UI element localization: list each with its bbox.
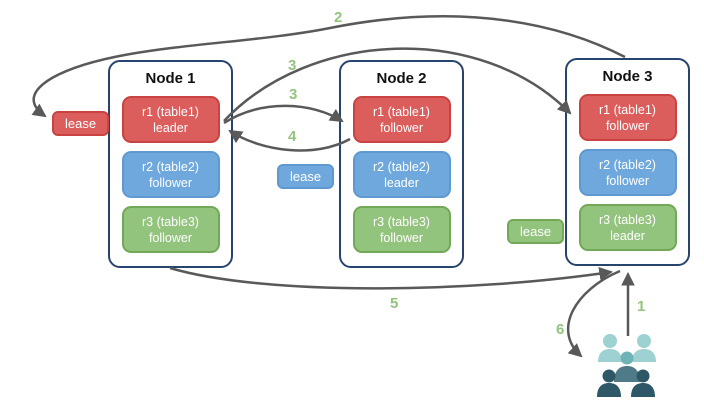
replica-role: follower (379, 230, 424, 245)
arrow-step-3-leader-to-node2 (223, 104, 344, 125)
lease-tag-table3: lease (507, 219, 565, 244)
arrow-step-5-node1-to-node3 (169, 266, 614, 290)
replica-name: r1 (table1) (373, 104, 430, 119)
replica-name: r2 (table2) (373, 159, 430, 174)
node-3: Node 3 r1 (table1) follower r2 (table2) … (565, 58, 690, 266)
replica-role: leader (153, 120, 188, 135)
node-3-replica-r2: r2 (table2) follower (578, 149, 677, 196)
node-1-replica-r1: r1 (table1) leader (121, 96, 220, 143)
replica-role: leader (610, 228, 645, 243)
node-2-replica-r3: r3 (table3) follower (352, 206, 451, 253)
node-2: Node 2 r1 (table1) follower r2 (table2) … (339, 60, 464, 268)
lease-tag-table1: lease (52, 111, 110, 136)
user-head (620, 351, 634, 365)
replica-role: follower (148, 230, 193, 245)
replica-role: follower (379, 120, 424, 135)
user-head (637, 334, 651, 348)
user-head (636, 369, 650, 383)
replica-name: r3 (table3) (599, 212, 656, 227)
user-body (614, 366, 640, 382)
user-body (598, 349, 622, 362)
replica-name: r3 (table3) (373, 214, 430, 229)
node-2-replica-r1: r1 (table1) follower (352, 96, 451, 143)
step-label-2: 2 (334, 9, 343, 26)
user-body (631, 383, 655, 397)
step-label-3b: 3 (289, 86, 298, 103)
node-2-title: Node 2 (376, 70, 427, 87)
step-label-4: 4 (288, 128, 297, 145)
step-label-3a: 3 (288, 57, 297, 74)
node-3-replica-r3: r3 (table3) leader (578, 204, 677, 251)
replica-role: follower (605, 118, 650, 133)
replica-name: r2 (table2) (142, 159, 199, 174)
node-1-replica-r2: r2 (table2) follower (121, 151, 220, 198)
step-label-5: 5 (390, 295, 399, 312)
user-body (632, 349, 656, 362)
lease-tag-table2: lease (277, 164, 335, 189)
user-head (603, 334, 617, 348)
replica-name: r2 (table2) (599, 157, 656, 172)
user-head (602, 369, 616, 383)
user-body (597, 383, 621, 397)
replica-role: follower (605, 173, 650, 188)
step-label-1: 1 (637, 298, 646, 315)
replica-name: r1 (table1) (599, 102, 656, 117)
replica-name: r1 (table1) (142, 104, 199, 119)
replica-role: follower (148, 175, 193, 190)
users-icon (597, 334, 656, 397)
node-1-replica-r3: r3 (table3) follower (121, 206, 220, 253)
node-2-replica-r2: r2 (table2) leader (352, 151, 451, 198)
arrow-step-6-node3-to-users (566, 269, 621, 358)
replica-name: r3 (table3) (142, 214, 199, 229)
step-label-6: 6 (556, 321, 565, 338)
node-3-title: Node 3 (602, 68, 653, 85)
node-3-replica-r1: r1 (table1) follower (578, 94, 677, 141)
replica-role: leader (384, 175, 419, 190)
node-1-title: Node 1 (145, 70, 196, 87)
node-1: Node 1 r1 (table1) leader r2 (table2) fo… (108, 60, 233, 268)
